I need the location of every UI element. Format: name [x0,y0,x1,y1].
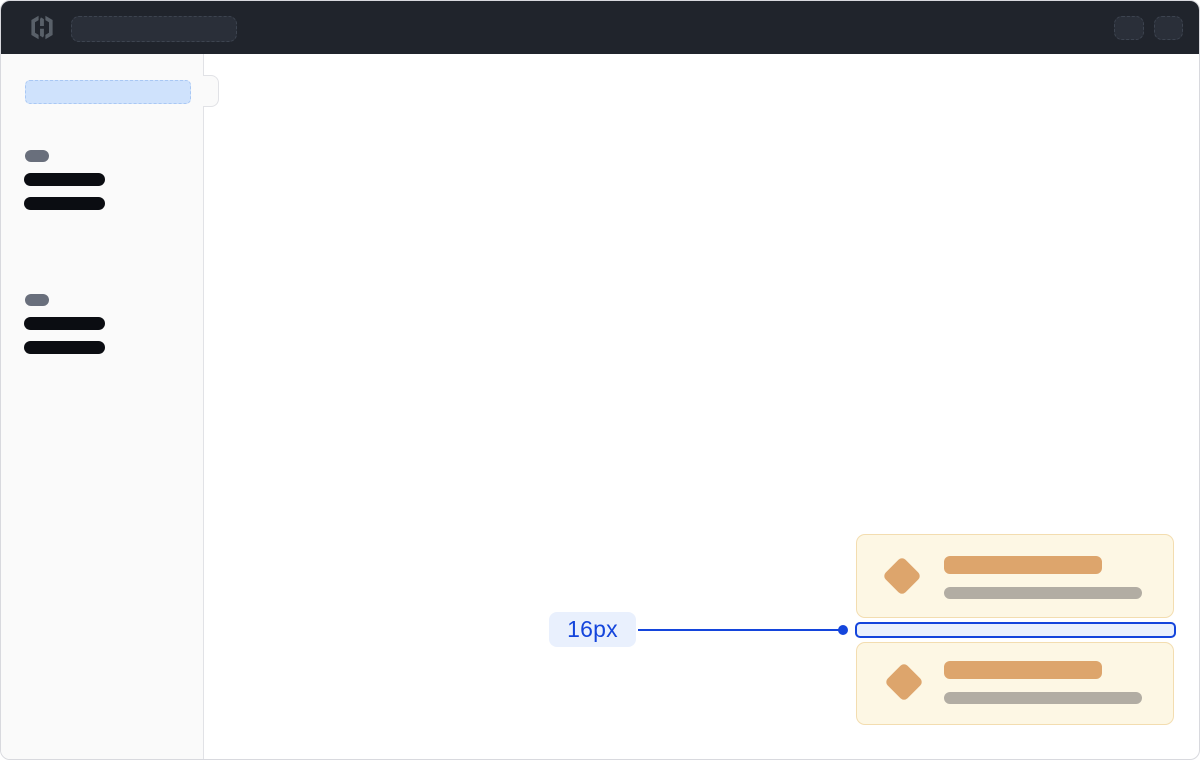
sidebar-section-label-placeholder [25,294,49,306]
card-subtitle-placeholder [944,692,1142,704]
sidebar-toggle-handle[interactable] [203,75,219,107]
top-nav-bar [1,1,1199,54]
gap-highlight-box [855,622,1176,638]
card-title-placeholder [944,661,1102,679]
sidebar-section-label-placeholder [25,150,49,162]
sidebar-nav-item-placeholder[interactable] [24,173,105,186]
card-title-placeholder [944,556,1102,574]
measure-dot [838,625,848,635]
sidebar-active-item-placeholder[interactable] [25,80,191,104]
hashicorp-logo-icon[interactable] [29,14,55,41]
measure-line [638,629,840,631]
list-item-card[interactable] [856,642,1174,725]
nav-search-placeholder[interactable] [71,16,237,42]
sidebar-nav-item-placeholder[interactable] [24,197,105,210]
sidebar-nav-item-placeholder[interactable] [24,341,105,354]
nav-action-placeholder-1[interactable] [1114,16,1144,40]
gap-size-label: 16px [549,612,636,647]
card-subtitle-placeholder [944,587,1142,599]
nav-action-placeholder-2[interactable] [1154,16,1183,40]
sidebar [1,54,204,759]
sidebar-nav-item-placeholder[interactable] [24,317,105,330]
